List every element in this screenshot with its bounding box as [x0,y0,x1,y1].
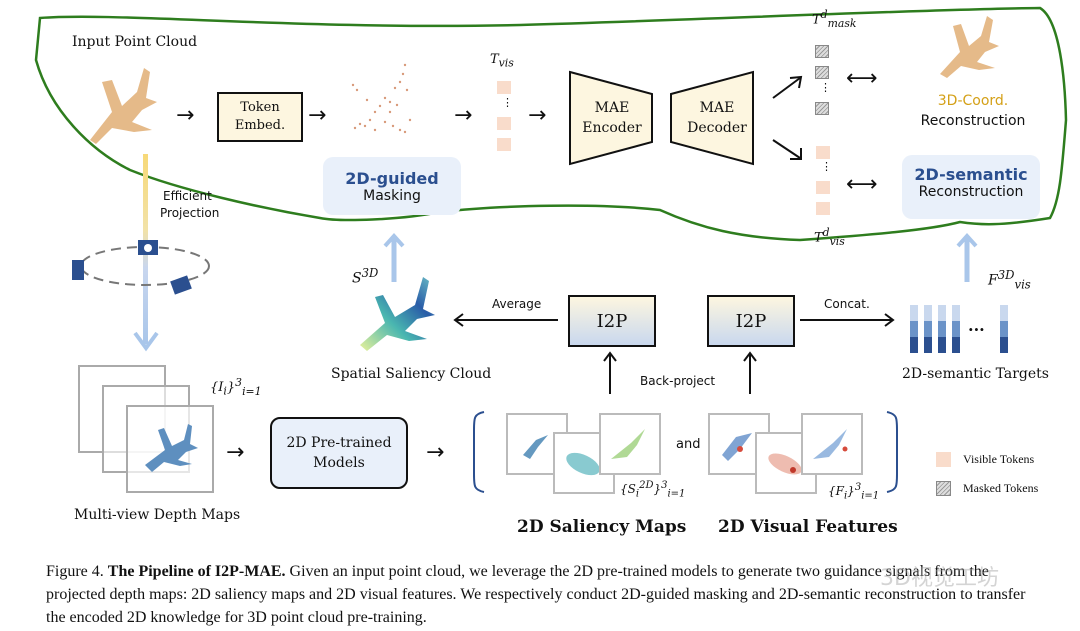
t-mask-d-label: Tdmask [812,8,857,30]
ellipsis-vertical: ⋮ [502,96,513,109]
depth-maps-set-label: {Ii}3i=1 [210,376,262,398]
arrow-up-icon [956,233,978,282]
feature-bar [910,305,918,353]
masked-token [815,66,829,79]
arrow-up-icon [603,351,617,394]
token-embed-line2: Embed. [234,118,286,133]
s3d-label: S3D [352,266,379,287]
arrow-right-icon: → [454,103,473,128]
arrow-up-icon [383,233,405,282]
mae-decoder-shape [670,70,754,166]
camera-icon [72,260,84,280]
double-arrow-icon: ⟷ [846,66,878,91]
token-embed-line1: Token [240,100,280,115]
visible-token [497,81,511,94]
visual-features-label: 2D Visual Features [718,517,898,537]
legend-visible-swatch [936,452,951,467]
saliency-maps-label: 2D Saliency Maps [517,517,687,537]
split-arrows [772,75,803,160]
features-set-label: {Fi}3i=1 [828,482,880,502]
depth-airplane-image [145,424,198,472]
i2p-box-features: I2P [707,295,795,347]
concat-label: Concat. [824,297,870,311]
token-embed-box: Token Embed. [217,92,303,142]
feature-bar [952,305,960,353]
feature-map [801,413,863,475]
ellipsis-vertical: ⋮ [821,160,832,173]
depth-maps-label: Multi-view Depth Maps [74,507,241,523]
mae-shapes [569,70,754,166]
visible-token [816,202,830,215]
right-bracket [886,411,898,493]
i2p-box-saliency: I2P [568,295,656,347]
ellipsis-vertical: ⋮ [820,81,831,94]
legend-masked-swatch [936,481,951,496]
feature-bar [924,305,932,353]
reconstructed-point-cloud-image [940,16,999,78]
arrow-right-icon: → [528,103,547,128]
arrow-up-icon [743,351,757,394]
input-point-cloud-image [90,68,157,144]
f-vis-3d-label: F3Dvis [988,268,1031,292]
caption-body: Given an input point cloud, we leverage … [46,563,1026,626]
visible-token [497,138,511,151]
arrow-down-icon [133,331,159,352]
visible-token [816,181,830,194]
camera-ring [72,240,210,295]
figure-caption: Figure 4. The Pipeline of I2P-MAE. Given… [46,560,1046,629]
masked-token [815,102,829,115]
left-bracket [473,411,485,493]
feature-bar [1000,305,1008,353]
guided-masking-box: 2D-guided Masking [323,157,461,215]
spatial-saliency-cloud-image [360,277,435,351]
average-label: Average [492,297,542,311]
arrow-right-icon: → [308,103,327,128]
back-project-label: Back-project [640,374,716,388]
coord-reconstruction-label: 3D-Coord. Reconstruction [920,93,1026,129]
arrow-right-icon: → [226,440,245,465]
semantic-reconstruction-box: 2D-semantic Reconstruction [902,155,1040,219]
ellipsis-horizontal: ... [968,316,985,335]
watermark: 3D视觉工坊 [880,566,999,591]
arrow-right-icon: → [426,440,445,465]
visible-token [497,117,511,130]
spatial-saliency-label: Spatial Saliency Cloud [331,366,492,382]
double-arrow-icon: ⟷ [846,172,878,197]
arrow-right-icon: → [176,103,195,128]
and-label: and [676,437,701,452]
arrow-left-icon [453,313,558,327]
legend-masked-label: Masked Tokens [963,481,1039,495]
input-point-cloud-label: Input Point Cloud [72,34,198,50]
camera-icon [170,275,192,295]
mae-encoder-shape [569,70,653,166]
semantic-targets-label: 2D-semantic Targets [902,366,1049,382]
legend-visible-label: Visible Tokens [963,452,1035,466]
arrow-right-icon [800,313,895,327]
masked-token [815,45,829,58]
saliency-map [599,413,661,475]
caption-title: The Pipeline of I2P-MAE. [107,563,286,580]
masked-point-cloud-image [351,63,412,134]
visible-token [816,146,830,159]
t-vis-d-label: Tdvis [814,226,845,248]
t-vis-label: Tvis [490,52,514,70]
saliency-set-label: {Si2D}3i=1 [620,480,686,500]
caption-prefix: Figure 4. [46,563,108,580]
feature-bar [938,305,946,353]
